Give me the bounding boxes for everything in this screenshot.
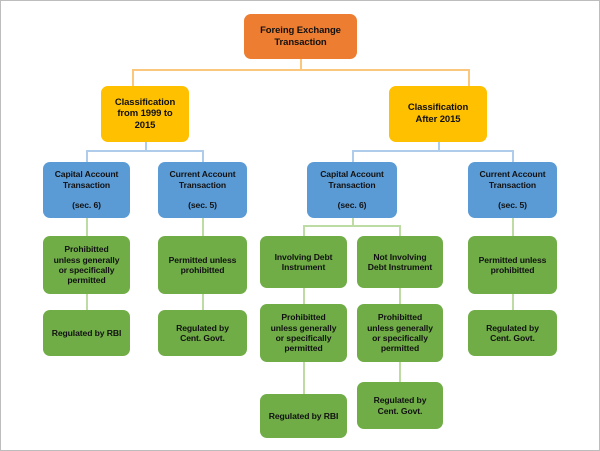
connector-new-capital-stem bbox=[352, 217, 354, 226]
node-old-capital-regulator[interactable]: Regulated by RBI bbox=[43, 310, 130, 356]
node-old-capital-account-transaction[interactable]: Capital Account Transaction (sec. 6) bbox=[43, 162, 130, 218]
node-debt-instrument-regulator[interactable]: Regulated by RBI bbox=[260, 394, 347, 438]
connector-root-to-classification-old bbox=[132, 69, 134, 87]
connector-classification-old-to-current bbox=[202, 150, 204, 163]
node-old-current-rule[interactable]: Permitted unless prohibitted bbox=[158, 236, 247, 294]
node-classification-after-2015[interactable]: Classification After 2015 bbox=[389, 86, 487, 142]
node-old-current-account-transaction[interactable]: Current Account Transaction (sec. 5) bbox=[158, 162, 247, 218]
connector-nondebt-to-rule bbox=[399, 287, 401, 305]
node-not-involving-debt-instrument[interactable]: Not Involving Debt Instrument bbox=[357, 236, 443, 288]
connector-classification-old-stem bbox=[145, 141, 147, 151]
connector-classification-old-to-capital bbox=[86, 150, 88, 163]
node-debt-instrument-rule[interactable]: Prohibitted unless generally or specific… bbox=[260, 304, 347, 362]
connector-classification-old-bus bbox=[86, 150, 204, 152]
connector-debt-to-rule bbox=[303, 287, 305, 305]
node-involving-debt-instrument[interactable]: Involving Debt Instrument bbox=[260, 236, 347, 288]
connector-old-capital-rule-to-regulator bbox=[86, 293, 88, 311]
node-new-current-regulator[interactable]: Regulated by Cent. Govt. bbox=[468, 310, 557, 356]
connector-old-current-rule-to-regulator bbox=[202, 293, 204, 311]
connector-new-current-rule-to-regulator bbox=[512, 293, 514, 311]
connector-nondebt-rule-to-regulator bbox=[399, 361, 401, 383]
node-old-current-regulator[interactable]: Regulated by Cent. Govt. bbox=[158, 310, 247, 356]
connector-root-bus bbox=[132, 69, 470, 71]
node-nondebt-instrument-rule[interactable]: Prohibitted unless generally or specific… bbox=[357, 304, 443, 362]
connector-new-capital-to-nondebt bbox=[399, 225, 401, 237]
connector-new-capital-bus bbox=[303, 225, 401, 227]
connector-classification-new-stem bbox=[438, 141, 440, 151]
connector-classification-new-to-capital bbox=[352, 150, 354, 163]
connector-root-to-classification-new bbox=[468, 69, 470, 87]
node-foreign-exchange-transaction[interactable]: Foreing Exchange Transaction bbox=[244, 14, 357, 59]
connector-old-current-to-rule bbox=[202, 217, 204, 237]
connector-debt-rule-to-regulator bbox=[303, 361, 305, 395]
connector-classification-new-bus bbox=[352, 150, 514, 152]
connector-new-current-to-rule bbox=[512, 217, 514, 237]
node-classification-1999-2015[interactable]: Classification from 1999 to 2015 bbox=[101, 86, 189, 142]
node-new-current-rule[interactable]: Permitted unless prohibitted bbox=[468, 236, 557, 294]
connector-classification-new-to-current bbox=[512, 150, 514, 163]
node-new-current-account-transaction[interactable]: Current Account Transaction (sec. 5) bbox=[468, 162, 557, 218]
node-old-capital-rule[interactable]: Prohibitted unless generally or specific… bbox=[43, 236, 130, 294]
connector-root-stem bbox=[300, 58, 302, 70]
connector-new-capital-to-debt bbox=[303, 225, 305, 237]
node-nondebt-instrument-regulator[interactable]: Regulated by Cent. Govt. bbox=[357, 382, 443, 429]
node-new-capital-account-transaction[interactable]: Capital Account Transaction (sec. 6) bbox=[307, 162, 397, 218]
connector-old-capital-to-rule bbox=[86, 217, 88, 237]
